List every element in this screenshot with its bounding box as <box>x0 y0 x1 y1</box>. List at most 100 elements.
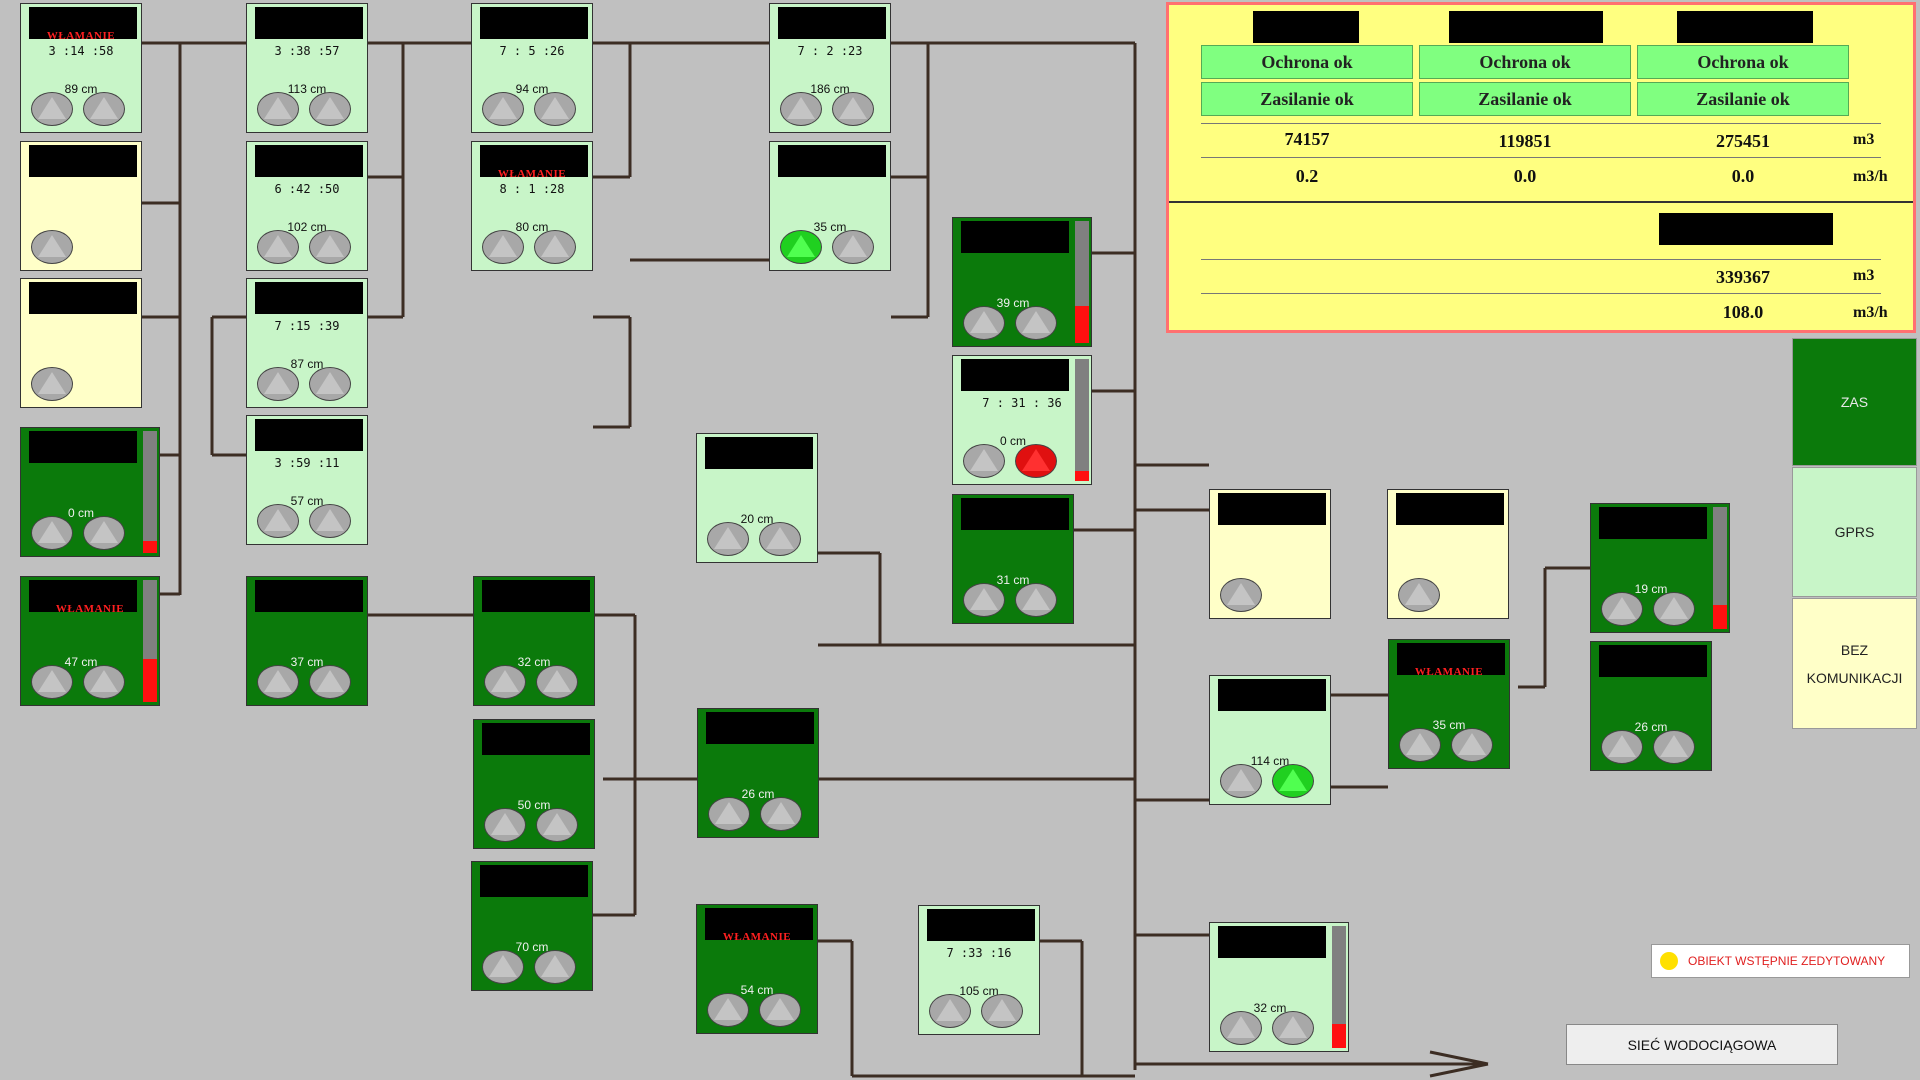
pump-icon[interactable] <box>257 230 299 264</box>
pump-station[interactable]: 31 cm <box>952 494 1074 624</box>
legend-zas[interactable]: ZAS <box>1792 338 1917 466</box>
pump-icon[interactable] <box>981 994 1023 1028</box>
pump-icon[interactable] <box>309 230 351 264</box>
pump-icon[interactable] <box>83 516 125 550</box>
pump-icon[interactable] <box>832 230 874 264</box>
pump-icon[interactable] <box>31 230 73 264</box>
pump-station[interactable] <box>20 278 142 408</box>
pump-station[interactable]: 32 cm <box>1209 922 1349 1052</box>
pump-icon[interactable] <box>536 808 578 842</box>
pump-icon[interactable] <box>31 665 73 699</box>
pump-icon[interactable] <box>257 92 299 126</box>
pump-icon[interactable] <box>257 367 299 401</box>
pump-station[interactable] <box>1387 489 1509 619</box>
pump-icon[interactable] <box>1015 583 1057 617</box>
pump-icon[interactable] <box>832 92 874 126</box>
pump-station[interactable]: 20 cm <box>696 433 818 563</box>
pump-icon[interactable] <box>309 665 351 699</box>
last-update-time: 7 :15 :39 <box>274 319 340 333</box>
last-update-time: 8 : 1 :28 <box>499 182 565 196</box>
pump-icon[interactable] <box>780 230 822 264</box>
pump-icon[interactable] <box>31 516 73 550</box>
last-update-time: 3 :59 :11 <box>274 456 340 470</box>
pump-station[interactable]: 26 cm <box>1590 641 1712 771</box>
pump-icon[interactable] <box>760 797 802 831</box>
pump-icon[interactable] <box>309 92 351 126</box>
pump-icon[interactable] <box>534 230 576 264</box>
pump-icon[interactable] <box>83 665 125 699</box>
pump-icon[interactable] <box>963 583 1005 617</box>
pump-icon[interactable] <box>1601 592 1643 626</box>
pump-icon[interactable] <box>759 993 801 1027</box>
pump-icon[interactable] <box>929 994 971 1028</box>
pump-icon[interactable] <box>1015 444 1057 478</box>
pump-icon[interactable] <box>1272 764 1314 798</box>
pump-station[interactable] <box>1209 489 1331 619</box>
pump-icon[interactable] <box>484 665 526 699</box>
pump-icon[interactable] <box>309 504 351 538</box>
pump-icon[interactable] <box>31 92 73 126</box>
legend-no-communication[interactable]: BEZ KOMUNIKACJI <box>1792 598 1917 729</box>
pump-icon[interactable] <box>1601 730 1643 764</box>
water-network-button[interactable]: SIEĆ WODOCIĄGOWA <box>1566 1024 1838 1065</box>
pump-icon[interactable] <box>257 665 299 699</box>
pump-icon[interactable] <box>707 993 749 1027</box>
power-status-2: Zasilanie ok <box>1419 82 1631 116</box>
pump-icon[interactable] <box>1220 1011 1262 1045</box>
pump-icon[interactable] <box>257 504 299 538</box>
pump-icon[interactable] <box>83 92 125 126</box>
pump-station[interactable]: 114 cm <box>1209 675 1331 805</box>
pump-icon[interactable] <box>484 808 526 842</box>
pump-station[interactable]: 70 cm <box>471 861 593 991</box>
pump-icon[interactable] <box>759 522 801 556</box>
pump-station[interactable]: 32 cm <box>473 576 595 706</box>
pump-station[interactable]: 26 cm <box>697 708 819 838</box>
pump-station[interactable]: 50 cm <box>473 719 595 849</box>
pump-group <box>484 808 578 842</box>
pump-icon[interactable] <box>482 92 524 126</box>
pump-icon[interactable] <box>31 367 73 401</box>
pump-station[interactable] <box>20 141 142 271</box>
pump-icon[interactable] <box>1399 728 1441 762</box>
pump-icon[interactable] <box>309 367 351 401</box>
pump-icon[interactable] <box>963 306 1005 340</box>
water-level: 186 cm <box>810 82 850 96</box>
pump-icon[interactable] <box>708 797 750 831</box>
pump-icon[interactable] <box>534 92 576 126</box>
pump-icon[interactable] <box>534 950 576 984</box>
pump-icon[interactable] <box>1220 578 1262 612</box>
pump-icon[interactable] <box>482 950 524 984</box>
pump-icon[interactable] <box>963 444 1005 478</box>
pump-icon[interactable] <box>1653 730 1695 764</box>
pump-icon[interactable] <box>1398 578 1440 612</box>
pump-icon[interactable] <box>707 522 749 556</box>
pump-icon[interactable] <box>536 665 578 699</box>
water-level: 70 cm <box>515 940 549 954</box>
pump-icon[interactable] <box>1220 764 1262 798</box>
legend-gprs[interactable]: GPRS <box>1792 467 1917 597</box>
pump-icon[interactable] <box>780 92 822 126</box>
pump-station[interactable]: 37 cm <box>246 576 368 706</box>
pump-icon[interactable] <box>1653 592 1695 626</box>
pump-icon[interactable] <box>482 230 524 264</box>
pump-station[interactable]: 19 cm <box>1590 503 1730 633</box>
pump-icon[interactable] <box>1272 1011 1314 1045</box>
pump-station[interactable]: 39 cm <box>952 217 1092 347</box>
pump-icon[interactable] <box>1015 306 1057 340</box>
pump-station[interactable]: 35 cm <box>769 141 891 271</box>
pump-icon[interactable] <box>1451 728 1493 762</box>
pump-station[interactable]: 0 cm <box>20 427 160 557</box>
